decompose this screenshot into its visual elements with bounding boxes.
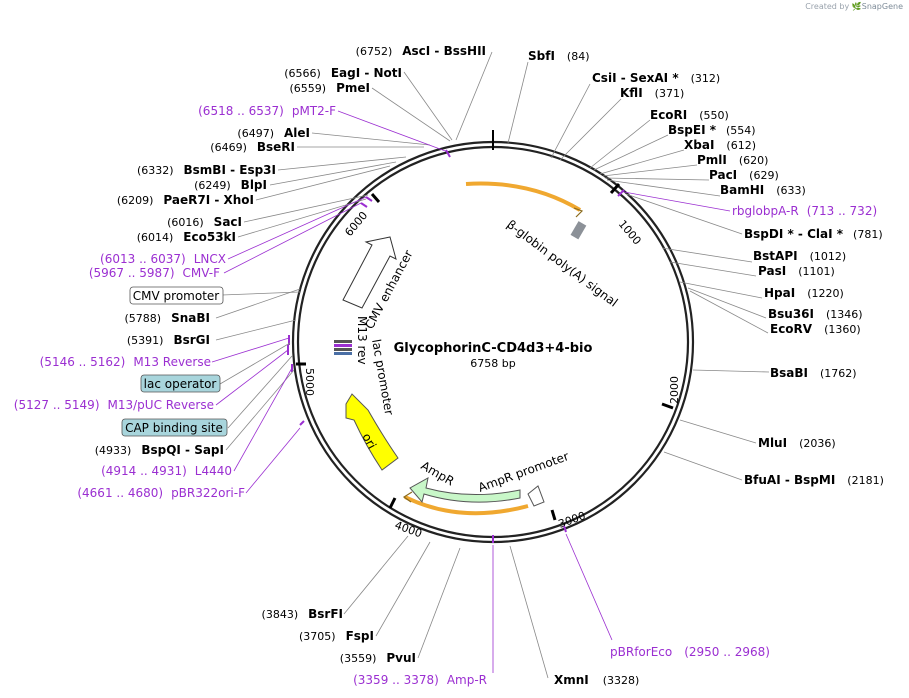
site-ecorv: EcoRV(1360) [770,322,861,336]
site-bfuai: BfuAI - BspMI(2181) [744,473,884,487]
tick-5000: 5000 [296,362,316,396]
site-pvui: (3559)PvuI [340,651,416,665]
cds-arc-bottom-arrow [402,491,413,503]
primer-l4440: (4914 .. 4931)L4440 [101,464,232,478]
polya-label: β-globin poly(A) signal [504,217,620,309]
cds-arc-top [465,181,582,212]
site-asci: (6752)AscI - BssHII [356,44,486,58]
primer-cmvf: (5967 .. 5987)CMV-F [89,266,220,280]
primer-pmt2f: (6518 .. 6537)pMT2-F [198,104,336,118]
ori-label: ori [359,431,379,451]
site-kfli: KflI(371) [620,86,684,100]
cds-arc-bottom [404,495,529,516]
ampr-promoter-label: AmpR promoter [476,449,570,495]
site-bstapi: BstAPI(1012) [753,249,846,263]
cap-binding-site-box [121,418,228,437]
ori-arrow [345,393,399,471]
ampr-promoter-arrow [527,485,545,507]
tick-label-5000: 5000 [303,368,316,396]
primer-lncx: (6013 .. 6037)LNCX [100,252,226,266]
feature-boxes: CMV promoter lac operator CAP binding si… [121,286,228,437]
primer-m13rev: (5146 .. 5162)M13 Reverse [40,355,211,369]
tick-label-2000: 2000 [668,376,681,404]
site-bspqi: (4933)BspQI - SapI [95,443,224,457]
cmv-promoter-label: CMV promoter [133,289,220,303]
site-mlui: MluI(2036) [758,436,836,450]
primer-pbrforeco: pBRforEco(2950 .. 2968) [610,645,770,659]
lac-promoter-label: lac promoter [369,338,396,416]
site-bsmbi: (6332)BsmBI - Esp3I [137,163,276,177]
site-paci: PacI(629) [709,168,779,182]
site-bsrgi: (5391)BsrGI [127,333,210,347]
primer-mark-rbglobpa [617,189,625,197]
m13-lac-markers [334,340,352,355]
lac-operator-box [140,374,221,393]
site-pmli: PmlI(620) [697,153,768,167]
site-bsabi: BsaBI(1762) [770,366,857,380]
sites-left: (6752)AscI - BssHII (6566)EagI - NotI (6… [95,44,486,665]
ampr-arrow [409,477,521,504]
site-pasi: PasI(1101) [758,264,835,278]
site-bspdi: BspDI * - ClaI *(781) [744,227,883,241]
tick-2000: 2000 [661,376,681,410]
site-beri: (6469)BseRI [210,140,295,154]
tick-label-1000: 1000 [616,218,644,248]
cap-binding-site-label: CAP binding site [125,421,223,435]
sites-right: SbfI(84) CsiI - SexAI *(312) KflI(371) E… [528,49,884,687]
primer-mark-lncx [365,196,373,202]
site-bsrfi: (3843)BsrFI [262,607,343,621]
leaders-primers [211,110,731,673]
site-bspei: BspEI *(554) [668,123,756,137]
site-blpi: (6249)BlpI [194,178,267,192]
primer-labels: (6518 .. 6537)pMT2-F rbglobpA-R(713 .. 7… [14,104,877,687]
site-paer7i: (6209)PaeR7I - XhoI [117,193,254,207]
primer-mark-pbrforeco [563,525,567,533]
primer-mark-pbr322ori [299,420,305,426]
tick-label-3000: 3000 [557,509,588,531]
site-eagi: (6566)EagI - NotI [284,66,402,80]
lac-operator-label: lac operator [144,377,217,391]
primer-mark-cmvf [360,202,368,208]
cmv-promoter-box [129,286,224,305]
snapgene-logo-icon: 🌿 [851,2,862,11]
site-saci: (6016)SacI [167,215,242,229]
site-xmni: XmnI(3328) [554,673,639,687]
leaders-right [507,61,770,679]
site-pmei: (6559)PmeI [290,81,370,95]
polya-signal-box [570,221,587,240]
site-bamhi: BamHI(633) [720,183,806,197]
leaders-features [219,291,301,429]
site-hpai: HpaI(1220) [764,286,844,300]
cmv-enhancer-arrow [342,236,397,309]
primer-pbr322ori: (4661 .. 4680)pBR322ori-F [77,486,245,500]
primer-m13puc: (5127 .. 5149)M13/pUC Reverse [14,398,214,412]
site-alei: (6497)AleI [237,126,310,140]
site-csii: CsiI - SexAI *(312) [592,71,720,85]
site-bsu36i: Bsu36I(1346) [768,307,863,321]
site-eco53ki: (6014)Eco53kI [137,230,236,244]
site-xbai: XbaI(612) [684,138,756,152]
plasmid-length: 6758 bp [470,357,515,370]
credit-watermark: Created by 🌿SnapGene [805,2,903,11]
plasmid-name: GlycophorinC-CD4d3+4-bio [394,341,593,356]
m13-rev-label: M13 rev [355,316,369,365]
leaders-left [215,51,493,659]
site-ecori: EcoRI(550) [650,108,729,122]
tick-3000: 3000 [550,509,588,531]
site-snabi: (5788)SnaBI [125,311,210,325]
site-fspi: (3705)FspI [299,629,374,643]
cds-arc-top-arrow [573,207,584,218]
primer-rbglobpa: rbglobpA-R(713 .. 732) [732,204,877,218]
site-sbfi: SbfI(84) [528,49,590,63]
primer-ampr: (3359 .. 3378)Amp-R [353,673,487,687]
